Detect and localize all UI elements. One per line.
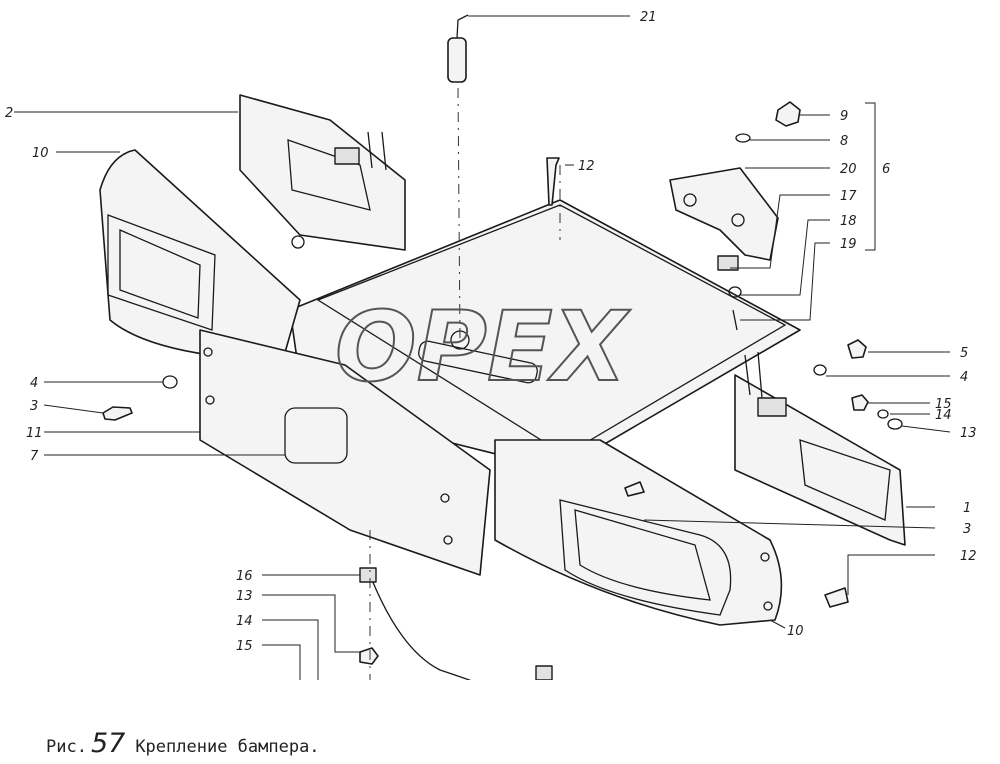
pin (447, 14, 469, 83)
callout-6: 6 (882, 162, 890, 177)
callout-15: 15 (935, 397, 952, 412)
callout-18: 18 (840, 214, 857, 229)
callout-4: 4 (960, 370, 968, 385)
callout-14: 14 (236, 614, 253, 629)
callout-9: 9 (840, 109, 848, 124)
callout-12: 12 (578, 159, 595, 174)
callout-19: 19 (840, 237, 857, 252)
callout-17: 17 (840, 189, 857, 204)
callout-7: 7 (30, 449, 39, 464)
centerline (457, 87, 461, 341)
callout-13: 13 (236, 589, 253, 604)
callout-labels: 21 2 10 12 9 8 20 6 17 18 19 5 4 15 14 1… (5, 10, 977, 654)
left-bracket (239, 94, 406, 251)
callout-13: 13 (960, 426, 977, 441)
callout-3: 3 (963, 522, 971, 537)
callout-2: 2 (5, 106, 13, 121)
support-strap (359, 567, 553, 701)
figure-caption: Рис. 57 Крепление бампера. (46, 728, 320, 759)
right-bracket (734, 351, 906, 546)
bumper-exploded-diagram: OPEX 21 2 10 12 9 8 (5, 10, 977, 711)
callout-10: 10 (32, 146, 49, 161)
left-bumper-end (99, 149, 301, 371)
callout-1: 1 (963, 501, 971, 516)
watermark: OPEX (335, 291, 631, 403)
caption-title: Крепление бампера. (135, 737, 320, 757)
callout-15: 15 (236, 639, 253, 654)
mount-bracket (669, 167, 779, 261)
callout-16: 16 (236, 569, 253, 584)
caption-number: 57 (90, 728, 126, 759)
caption-prefix: Рис. (46, 737, 87, 757)
callout-3: 3 (30, 399, 38, 414)
callout-20: 20 (840, 162, 857, 177)
callout-11: 11 (26, 426, 43, 441)
callout-10: 10 (787, 624, 804, 639)
callout-21: 21 (640, 10, 657, 25)
callout-5: 5 (960, 346, 968, 361)
callout-8: 8 (840, 134, 848, 149)
callout-4: 4 (30, 376, 38, 391)
callout-14: 14 (935, 408, 952, 423)
center-bumper (199, 329, 491, 576)
right-bumper-end (494, 439, 783, 626)
callout-12: 12 (960, 549, 977, 564)
